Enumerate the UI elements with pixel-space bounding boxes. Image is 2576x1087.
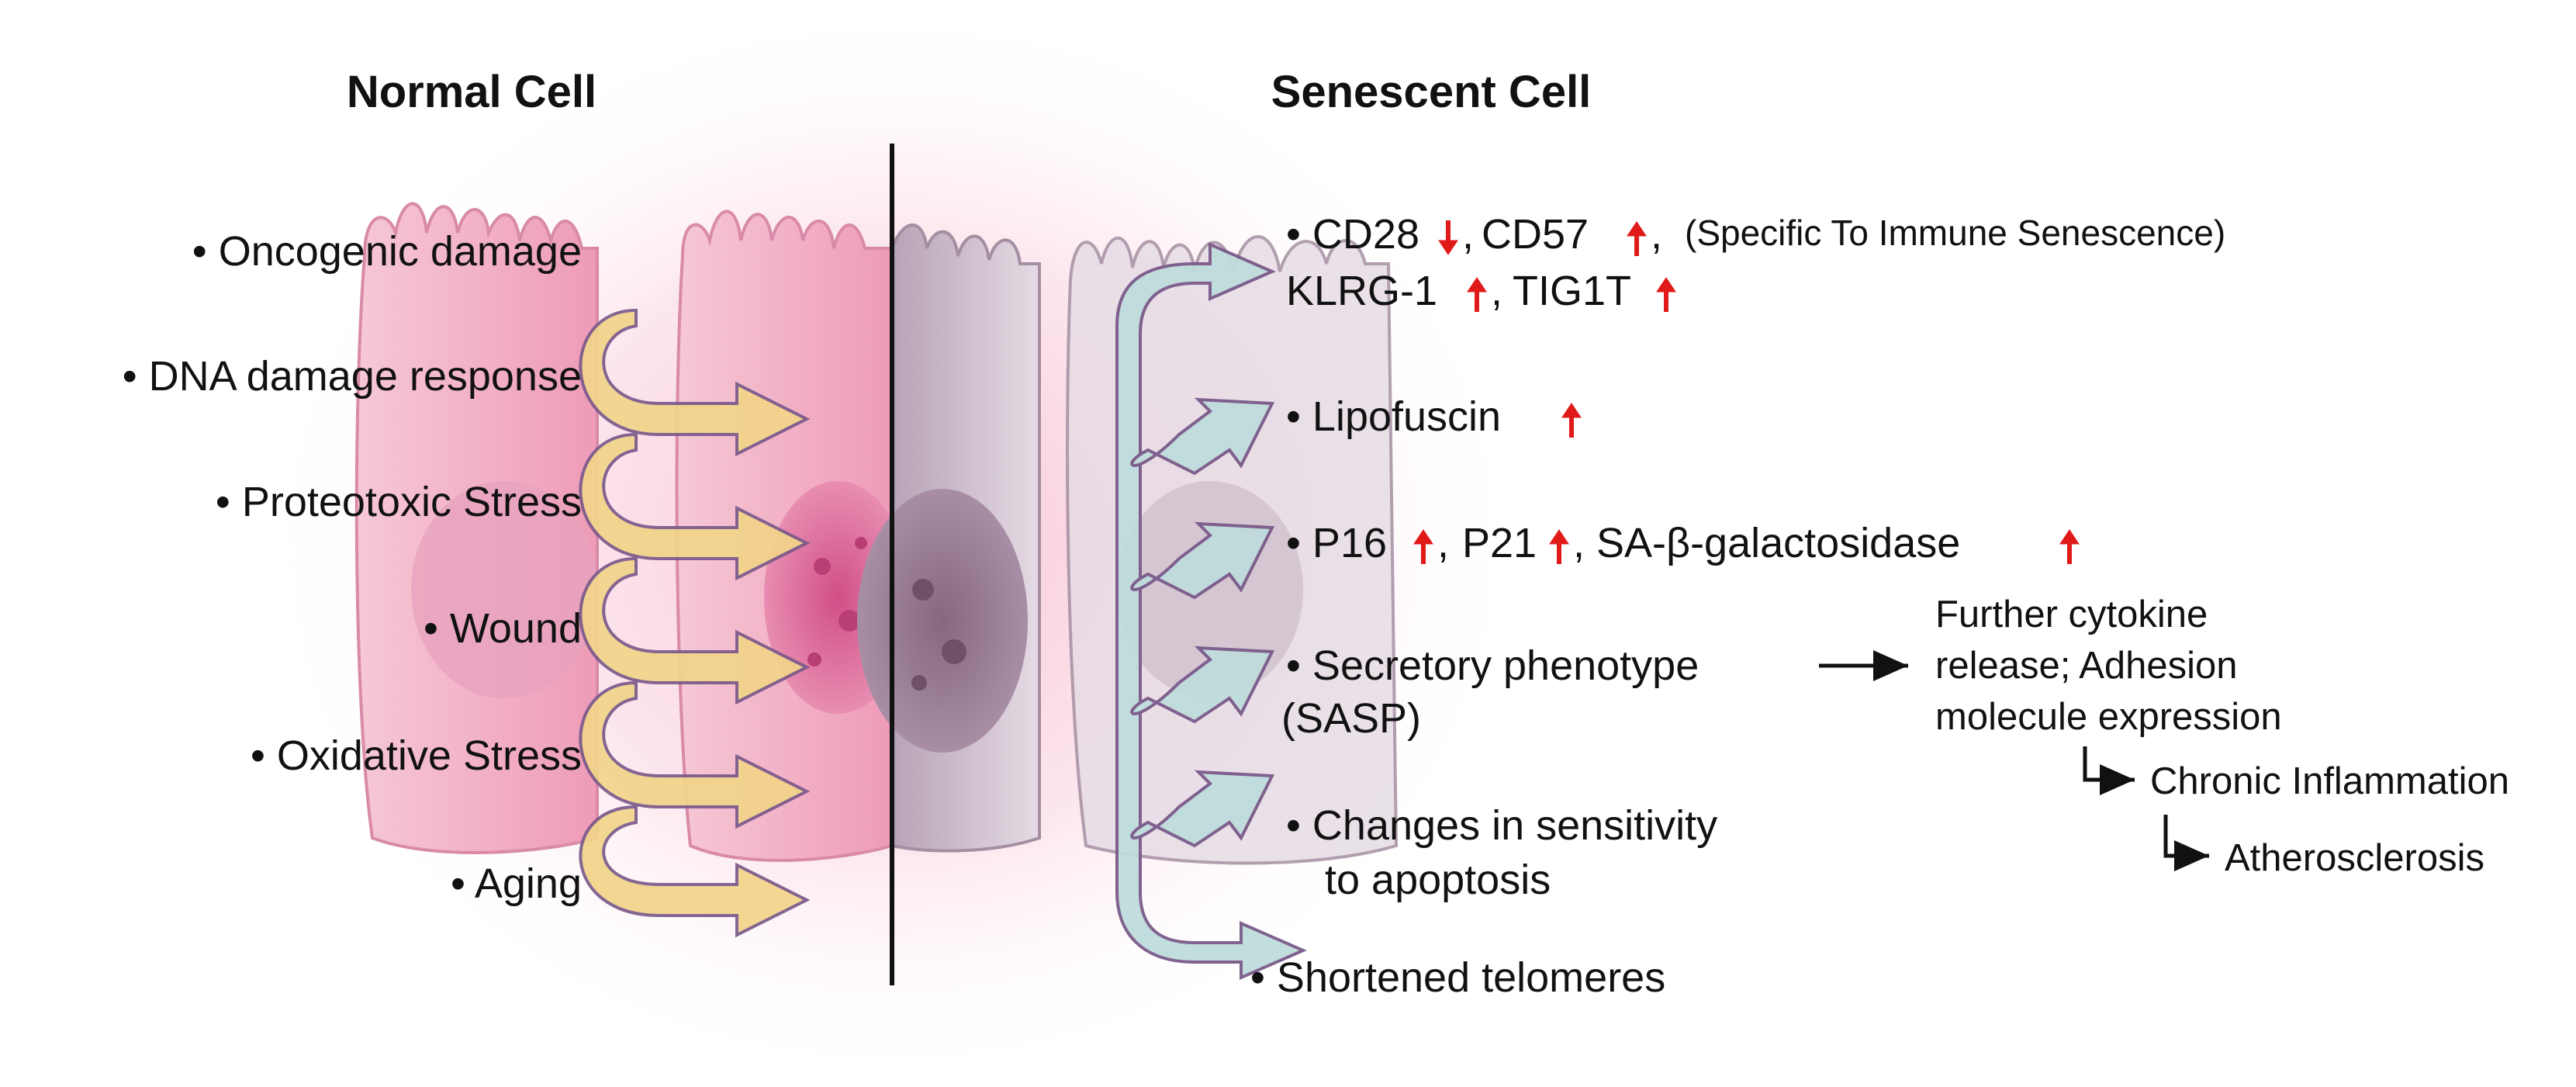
consequence-line3: molecule expression <box>1935 696 2282 738</box>
red-up-arrow-icon <box>1413 529 1433 564</box>
marker-apoptosis-line2: to apoptosis <box>1325 857 1551 903</box>
stress-arrows <box>579 308 811 938</box>
consequence-inflammation: Chronic Inflammation <box>2150 760 2509 802</box>
red-up-arrow-icon <box>1549 529 1569 564</box>
consequence-line1: Further cytokine <box>1935 594 2208 635</box>
consequence-atherosclerosis: Atherosclerosis <box>2225 837 2484 879</box>
red-up-arrow-icon <box>1656 277 1676 312</box>
marker-cd57: CD57 <box>1482 211 1589 258</box>
stress-arrow-3 <box>579 556 811 705</box>
trigger-oncogenic: • Oncogenic damage <box>192 228 582 275</box>
normal-cell-heading: Normal Cell <box>347 67 596 117</box>
marker-immune-note: (Specific To Immune Senescence) <box>1685 213 2225 253</box>
senescent-nucleus <box>857 489 1028 753</box>
phenotype-arrow-3 <box>1130 646 1275 724</box>
normal-triggers-list: • Oncogenic damage • DNA damage response… <box>123 228 582 907</box>
marker-comma-1: , <box>1462 211 1474 258</box>
marker-sa-gal: SA-β-galactosidase <box>1596 520 1960 566</box>
stress-arrow-2 <box>579 432 811 581</box>
consequence-line2: release; Adhesion <box>1935 645 2238 687</box>
marker-sasp: • Secretory phenotype <box>1286 642 1699 689</box>
phenotype-arrows <box>1115 241 1307 981</box>
red-up-arrow-icon <box>2059 529 2080 564</box>
elbow-arrow-icon <box>2083 746 2135 795</box>
marker-p21: P21 <box>1462 520 1537 566</box>
trigger-proteotoxic: • Proteotoxic Stress <box>216 479 582 525</box>
marker-comma-4: , <box>1437 520 1449 566</box>
trigger-oxidative: • Oxidative Stress <box>251 732 582 779</box>
marker-sasp-abbrev: (SASP) <box>1281 695 1421 742</box>
red-up-arrow-icon <box>1561 403 1582 438</box>
marker-telomeres: • Shortened telomeres <box>1250 954 1665 1001</box>
marker-lipofuscin: • Lipofuscin <box>1286 393 1501 440</box>
sasp-consequences: Further cytokine release; Adhesion molec… <box>1819 594 2509 879</box>
phenotype-arrow-2 <box>1130 521 1275 600</box>
marker-comma-3: , <box>1491 268 1502 314</box>
marker-klrg: KLRG-1 <box>1286 268 1437 314</box>
phenotype-arrow-4 <box>1130 770 1275 848</box>
elbow-arrow-icon <box>2163 815 2209 871</box>
marker-tig: TIG1T <box>1513 268 1631 314</box>
phenotype-arrow-main <box>1115 241 1307 981</box>
marker-comma-2: , <box>1651 211 1662 258</box>
trigger-dna-damage: • DNA damage response <box>123 353 582 400</box>
senescent-cell-heading: Senescent Cell <box>1271 67 1592 117</box>
marker-cd28: • CD28 <box>1286 211 1419 258</box>
phenotype-arrow-1 <box>1130 397 1275 476</box>
red-down-arrow-icon <box>1438 220 1458 255</box>
trigger-wound: • Wound <box>424 605 582 652</box>
stress-arrow-4 <box>579 680 811 829</box>
stress-arrow-5 <box>579 805 811 938</box>
red-up-arrow-icon <box>1467 277 1487 312</box>
marker-p16: • P16 <box>1286 520 1387 566</box>
senescent-markers-list: • CD28 , CD57 , (Specific To Immune Sene… <box>1250 211 2225 1001</box>
marker-apoptosis: • Changes in sensitivity <box>1286 802 1717 849</box>
marker-comma-5: , <box>1573 520 1585 566</box>
normal-nucleus-back <box>411 481 597 698</box>
red-up-arrow-icon <box>1627 221 1647 256</box>
trigger-aging: • Aging <box>451 860 582 907</box>
stress-arrow-1 <box>579 308 811 457</box>
